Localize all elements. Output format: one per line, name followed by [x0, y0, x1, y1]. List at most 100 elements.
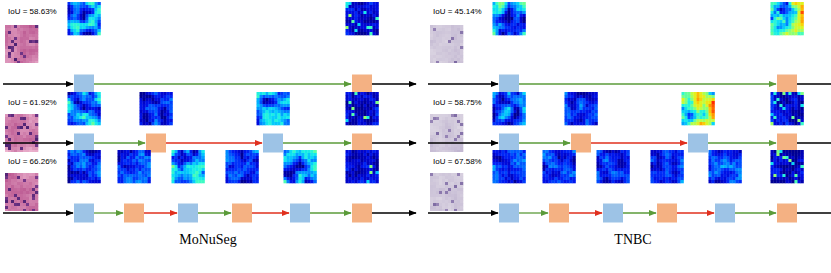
tissue-pixel	[445, 37, 448, 40]
heatmap-cell	[199, 156, 202, 159]
heatmap-cell	[358, 23, 361, 26]
tissue-pixel	[23, 52, 26, 55]
heatmap-cell	[299, 171, 302, 174]
heatmap-cell	[361, 29, 364, 32]
heatmap-cell	[370, 26, 373, 29]
heatmap-cell	[155, 104, 158, 107]
tissue-pixel	[14, 129, 17, 132]
heatmap-cell	[68, 32, 71, 35]
tissue-pixel	[20, 188, 23, 191]
heatmap-cell	[269, 98, 272, 101]
tissue-pixel	[8, 55, 11, 58]
heatmap-cell	[253, 168, 256, 171]
heatmap-cell	[74, 95, 77, 98]
tissue-pixel	[8, 129, 11, 132]
heatmap-cell	[83, 165, 86, 168]
tissue-pixel	[20, 46, 23, 49]
heatmap-cell	[373, 17, 376, 20]
heatmap-cell	[155, 116, 158, 119]
heatmap-cell	[352, 14, 355, 17]
heatmap-cell	[167, 107, 170, 110]
tissue-pixel	[433, 25, 436, 28]
heatmap-cell	[167, 92, 170, 95]
heatmap-cell	[281, 116, 284, 119]
heatmap-cell	[241, 174, 244, 177]
heatmap-cell	[370, 159, 373, 162]
heatmap-cell	[299, 162, 302, 165]
heatmap-cell	[92, 171, 95, 174]
heatmap-cell	[346, 17, 349, 20]
heatmap-cell	[370, 5, 373, 8]
heatmap-cell	[172, 159, 175, 162]
heatmap-cell	[152, 104, 155, 107]
heatmap-cell	[355, 122, 358, 125]
tissue-pixel	[20, 138, 23, 141]
heatmap-cell	[260, 95, 263, 98]
heatmap-cell	[367, 156, 370, 159]
heatmap-cell	[346, 159, 349, 162]
heatmap-cell	[145, 168, 148, 171]
heatmap-cell	[172, 162, 175, 165]
tissue-pixel	[35, 197, 38, 200]
heatmap-cell	[226, 168, 229, 171]
heatmap-cell	[98, 153, 101, 156]
tissue-pixel	[445, 31, 448, 34]
heatmap-cell	[178, 165, 181, 168]
heatmap-cell	[158, 101, 161, 104]
pipeline-row	[3, 92, 416, 153]
tissue-pixel	[20, 191, 23, 194]
heatmap-cell	[305, 150, 308, 153]
heatmap-cell	[146, 119, 149, 122]
heatmap-cell	[373, 110, 376, 113]
heatmap-cell	[376, 20, 379, 23]
heatmap-cell	[367, 165, 370, 168]
heatmap-cell	[260, 119, 263, 122]
tissue-pixel	[11, 150, 14, 152]
tissue-pixel	[460, 25, 463, 28]
heatmap-cell	[167, 101, 170, 104]
heatmap-cell	[121, 156, 124, 159]
tissue-pixel	[14, 120, 17, 123]
heatmap-cell	[260, 101, 263, 104]
heatmap-cell	[149, 116, 152, 119]
heatmap-cell	[364, 8, 367, 11]
heatmap-cell	[140, 119, 143, 122]
encoder-block	[74, 75, 94, 94]
heatmap-cell	[293, 156, 296, 159]
tissue-pixel	[23, 173, 26, 176]
heatmap-cell	[92, 23, 95, 26]
heatmap-cell	[367, 116, 370, 119]
heatmap-cell	[272, 122, 275, 125]
heatmap-cell	[77, 107, 80, 110]
heatmap-cell	[376, 104, 379, 107]
heatmap-cell	[193, 150, 196, 153]
heatmap-cell	[346, 98, 349, 101]
heatmap-cell	[352, 153, 355, 156]
heatmap-cell	[364, 14, 367, 17]
tissue-pixel	[17, 206, 20, 209]
flow-arrow	[3, 142, 73, 143]
tissue-pixel	[17, 25, 20, 28]
heatmap-cell	[170, 98, 173, 101]
heatmap-cell	[74, 2, 77, 5]
heatmap-cell	[71, 165, 74, 168]
tissue-pixel	[5, 209, 8, 211]
heatmap-cell	[278, 119, 281, 122]
heatmap-cell	[149, 104, 152, 107]
heatmap-cell	[287, 177, 290, 180]
heatmap-cell	[253, 153, 256, 156]
heatmap-cell	[86, 110, 89, 113]
tissue-pixel	[23, 138, 26, 141]
heatmap-cell	[148, 177, 151, 180]
heatmap-cell	[95, 26, 98, 29]
heatmap-cell	[92, 119, 95, 122]
tissue-pixel	[17, 46, 20, 49]
heatmap-cell	[278, 92, 281, 95]
tissue-pixel	[32, 185, 35, 188]
tissue-pixel	[442, 34, 445, 37]
heatmap-cell	[284, 92, 287, 95]
heatmap-cell	[83, 8, 86, 11]
heatmap-cell	[190, 174, 193, 177]
heatmap-cell	[352, 104, 355, 107]
heatmap-cell	[202, 177, 205, 180]
